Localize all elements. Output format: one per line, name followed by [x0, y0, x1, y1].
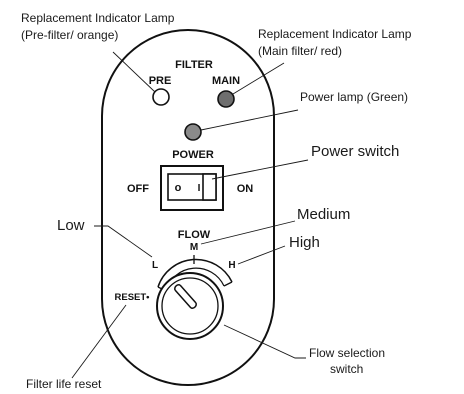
callout-main-lamp-line2: (Main filter/ red) — [258, 44, 342, 58]
pre-filter-lamp — [152, 88, 170, 106]
main-filter-lamp — [217, 90, 235, 108]
callout-pre-lamp-line2: (Pre-filter/ orange) — [21, 28, 118, 42]
reset-label[interactable]: RESET• — [115, 292, 151, 303]
main-label: MAIN — [212, 75, 240, 87]
flow-knob-pointer — [174, 284, 197, 309]
leader-high — [237, 245, 286, 265]
leader-lines — [71, 51, 309, 379]
filter-label: FILTER — [175, 59, 213, 71]
switch-on-mark: I — [198, 183, 201, 194]
leader-medium — [200, 220, 296, 245]
pre-label: PRE — [149, 75, 172, 87]
leader-main-lamp — [232, 62, 285, 95]
callout-pre-filter-lamp: Replacement Indicator Lamp (Pre-filter/ … — [21, 11, 175, 42]
flow-scale-arc-outer — [157, 258, 233, 288]
flow-medium-mark: M — [190, 242, 198, 253]
leader-filter-reset — [71, 304, 127, 379]
power-switch-rocker-on-side — [202, 173, 217, 201]
leader-low — [94, 225, 153, 258]
callout-flow-selection-switch: Flow selection switch — [309, 346, 385, 376]
flow-selection-switch[interactable] — [156, 255, 233, 340]
callout-power-lamp: Power lamp (Green) — [300, 90, 408, 104]
power-lamp — [184, 123, 202, 141]
leader-power-lamp — [200, 109, 299, 131]
flow-scale-tick-high — [223, 281, 233, 287]
callout-power-switch: Power switch — [311, 143, 399, 160]
leader-pre-lamp — [112, 51, 156, 93]
flow-low-mark: L — [152, 260, 158, 271]
callout-low: Low — [57, 217, 85, 234]
callout-medium: Medium — [297, 206, 350, 223]
callout-flow-switch-line1: Flow selection — [309, 346, 385, 360]
flow-label: FLOW — [178, 229, 211, 241]
callout-main-lamp-line1: Replacement Indicator Lamp — [258, 27, 412, 41]
power-label: POWER — [172, 149, 214, 161]
switch-off-mark: o — [175, 182, 182, 194]
on-label: ON — [237, 183, 254, 195]
callout-high: High — [289, 234, 320, 251]
leader-power-switch — [211, 159, 309, 180]
callout-pre-lamp-line1: Replacement Indicator Lamp — [21, 11, 175, 25]
leader-flow-switch — [223, 324, 306, 359]
callout-main-filter-lamp: Replacement Indicator Lamp (Main filter/… — [258, 27, 412, 58]
off-label: OFF — [127, 183, 149, 195]
flow-high-mark: H — [228, 260, 235, 271]
callout-filter-life-reset: Filter life reset — [26, 377, 102, 391]
callout-flow-switch-line2: switch — [330, 362, 363, 376]
power-switch[interactable]: o I — [160, 165, 224, 211]
